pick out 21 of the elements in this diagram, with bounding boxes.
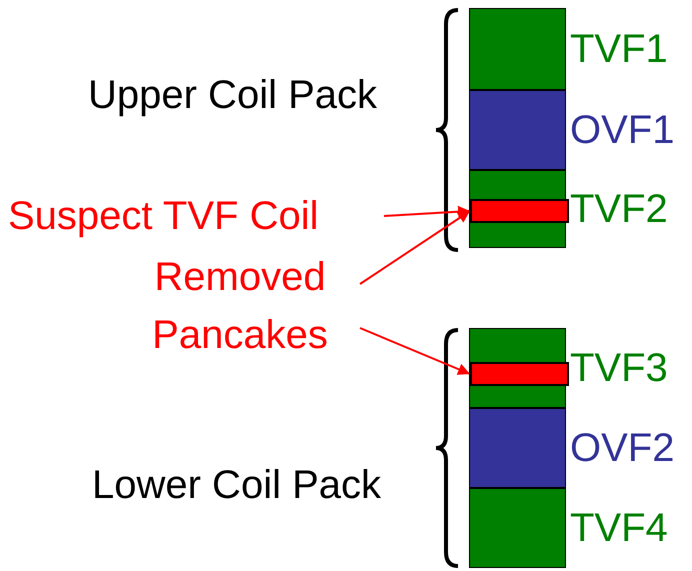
coil-label: OVF1 (570, 107, 674, 153)
arrow (384, 206, 470, 218)
coil-label: TVF2 (570, 186, 668, 232)
arrow (360, 327, 470, 375)
coil-block (469, 90, 566, 170)
coil-label: TVF1 (570, 26, 668, 72)
coil-block (469, 488, 566, 568)
callout-text: Removed Pancakes (120, 248, 360, 364)
pack-label: Lower Coil Pack (92, 462, 382, 508)
coil-block (469, 8, 566, 90)
callout-text: Suspect TVF Coil (8, 187, 384, 245)
coil-label: TVF4 (570, 505, 668, 551)
pancake-band (470, 362, 569, 386)
pack-label: Upper Coil Pack (88, 72, 378, 118)
coil-label: TVF3 (570, 345, 668, 391)
coil-label: OVF2 (570, 425, 674, 471)
coil-block (469, 408, 566, 488)
coil-block (469, 170, 566, 248)
coil-block (469, 328, 566, 408)
arrow (359, 210, 471, 285)
pancake-band (470, 199, 569, 223)
